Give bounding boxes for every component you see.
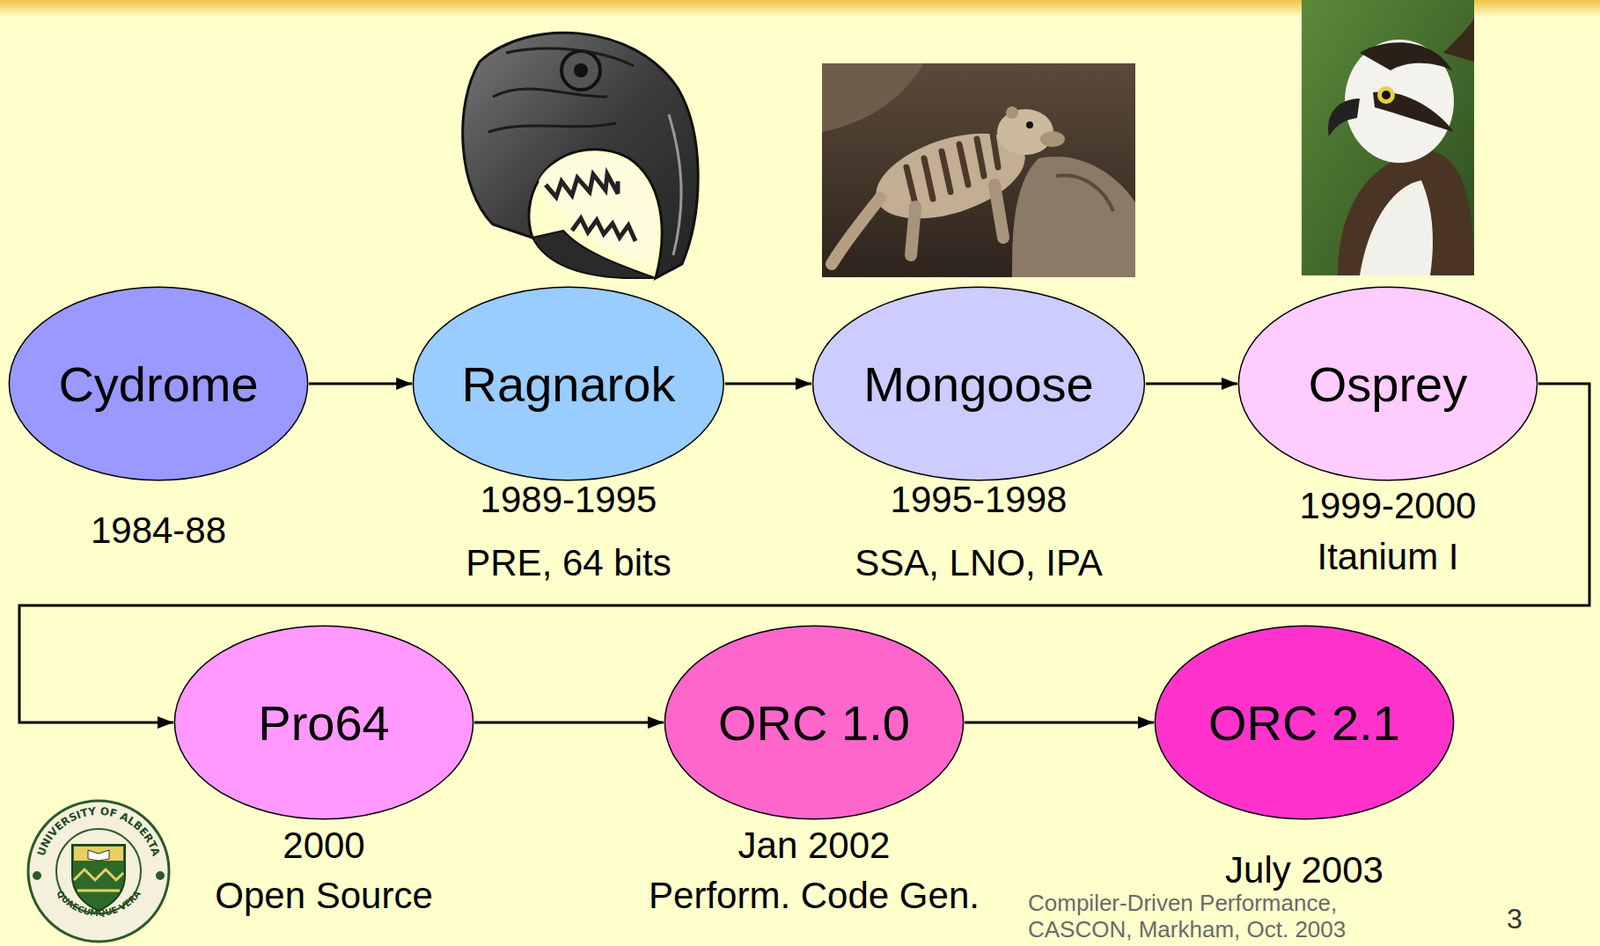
date-label: 1984-88 (90, 510, 227, 551)
ellipse-shape (813, 286, 1145, 480)
university-seal (28, 800, 169, 942)
timeline-arrow (308, 382, 412, 386)
node-title: Mongoose (863, 355, 1094, 413)
node-title: ORC 1.0 (718, 694, 911, 752)
timeline-ellipse: Cydrome1984-88 (7, 286, 309, 482)
date-label: 1989-1995 (480, 479, 658, 521)
node-title: Pro64 (257, 694, 389, 752)
timeline-ellipse: Mongoose1995-1998SSA, LNO, IPA (811, 286, 1146, 482)
ellipse-shape (1154, 625, 1454, 819)
timeline-ellipse: ORC 2.1July 2003 (1153, 624, 1455, 821)
node-title: Ragnarok (462, 355, 676, 413)
slide-footer: Compiler-Driven Performance, CASCON, Mar… (1027, 890, 1389, 944)
date-label: 1995-1998 (890, 479, 1068, 521)
date-label: Jan 2002 (738, 825, 891, 867)
ellipse-shape (174, 625, 473, 819)
timeline-arrow (474, 721, 664, 725)
ellipse-shape (8, 286, 308, 480)
timeline-arrow (725, 382, 812, 386)
date-label: 2000 (282, 825, 365, 867)
timeline-ellipse: ORC 1.0Jan 2002Perform. Code Gen. (663, 624, 965, 821)
seal-lettering: QUAECUMQUE VERA (54, 888, 143, 918)
timeline-ellipse: Osprey1999-2000Itanium I (1237, 286, 1539, 482)
date-label: Itanium I (1316, 536, 1459, 578)
date-label: PRE, 64 bits (465, 543, 671, 584)
node-title: ORC 2.1 (1208, 694, 1401, 752)
date-label: July 2003 (1225, 850, 1384, 891)
mongoose-photo (822, 63, 1136, 278)
date-label: 1999-2000 (1299, 485, 1477, 527)
date-label: SSA, LNO, IPA (854, 543, 1103, 584)
timeline-arrow (964, 721, 1154, 725)
osprey-photo (1301, 0, 1475, 276)
node-title: Osprey (1308, 355, 1468, 413)
node-title: Cydrome (58, 355, 258, 413)
ellipse-shape (1238, 286, 1537, 480)
ellipse-shape (664, 625, 963, 819)
carving-picture (462, 32, 698, 279)
timeline-ellipse: Ragnarok1989-1995PRE, 64 bits (411, 286, 726, 482)
page-number: 3 (1506, 902, 1523, 936)
timeline-ellipse: Pro642000Open Source (173, 624, 475, 821)
timeline-arrow (1145, 382, 1238, 386)
seal-lettering: UNIVERSITY OF ALBERTA (35, 805, 163, 859)
ellipse-shape (413, 286, 725, 480)
date-label: Perform. Code Gen. (648, 875, 980, 917)
date-label: Open Source (214, 875, 434, 917)
